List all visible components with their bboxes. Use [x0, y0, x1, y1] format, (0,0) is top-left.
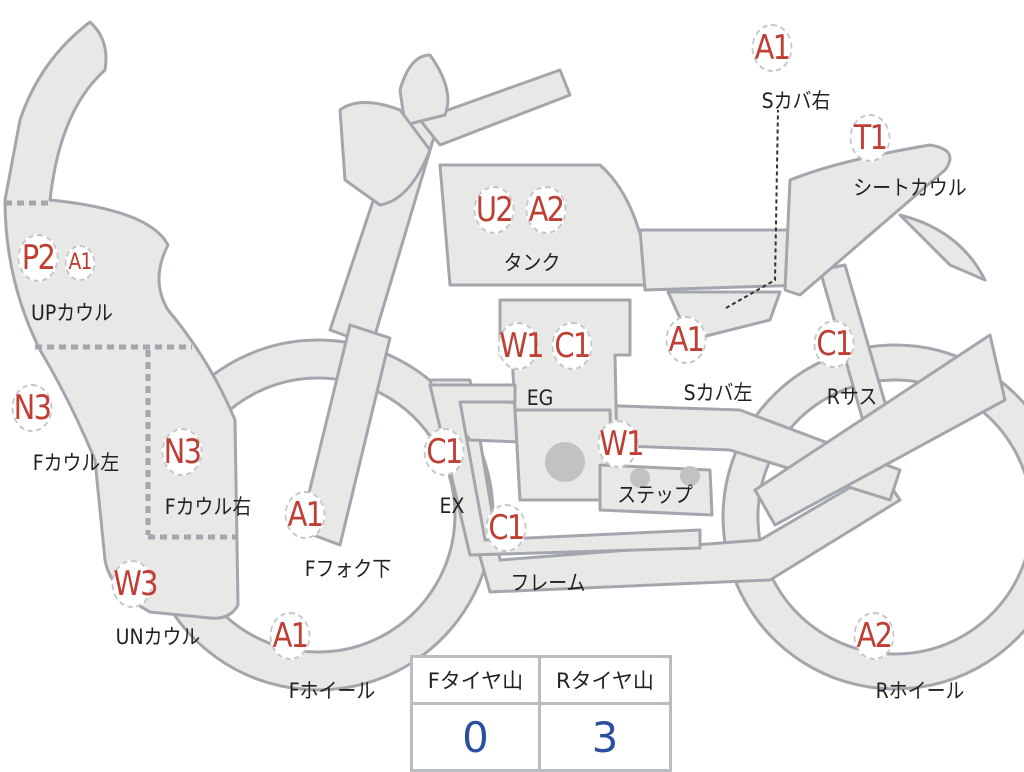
part-label: EX — [439, 494, 465, 518]
part-label: Rサス — [826, 385, 878, 409]
part-label: UPカウル — [31, 301, 113, 325]
exhaust — [428, 383, 702, 557]
part-label: Sカバ右 — [761, 89, 831, 113]
part-label: ステップ — [617, 483, 693, 507]
damage-code-badge: A2 — [525, 186, 567, 234]
damage-code-badge: A1 — [665, 316, 707, 364]
part-label: Rホイール — [875, 679, 965, 703]
swingarm — [753, 333, 1007, 527]
rear-tire-value: 3 — [537, 702, 673, 772]
damage-code-badge: U2 — [473, 186, 515, 234]
damage-code-badge: T1 — [849, 114, 891, 162]
damage-code-badge: A1 — [751, 24, 793, 72]
damage-code-badge: N3 — [11, 384, 53, 432]
part-label: Sカバ左 — [683, 381, 753, 405]
damage-code-badge: A1 — [64, 245, 96, 281]
front-tire-value: 0 — [410, 702, 541, 772]
damage-code-badge: A1 — [269, 612, 311, 660]
damage-code-badge: C1 — [551, 322, 593, 370]
part-label: タンク — [503, 251, 561, 275]
damage-code-badge: C1 — [423, 428, 465, 476]
rear-tire-header: Rタイヤ山 — [537, 655, 673, 705]
damage-code-badge: C1 — [485, 504, 527, 552]
part-label: フレーム — [510, 571, 586, 595]
front-tire-header: Fタイヤ山 — [410, 655, 541, 705]
part-label: Fホイール — [288, 679, 376, 703]
seat — [638, 228, 807, 292]
damage-code-badge: P2 — [17, 234, 59, 282]
part-label: シートカウル — [853, 176, 967, 200]
part-label: Fカウル右 — [164, 495, 252, 519]
damage-code-badge: C1 — [813, 320, 855, 368]
part-label: Fフォク下 — [304, 557, 392, 581]
damage-code-badge: A1 — [284, 491, 326, 539]
damage-code-badge: A2 — [853, 612, 895, 660]
part-label: UNカウル — [115, 625, 201, 649]
damage-code-badge: N3 — [161, 428, 203, 476]
damage-code-badge: W1 — [597, 420, 645, 468]
part-label: Fカウル左 — [32, 451, 120, 475]
seat-cowl — [783, 143, 952, 297]
damage-code-badge: W3 — [111, 560, 159, 608]
part-label: EG — [526, 386, 554, 410]
tire-tread-table: Fタイヤ山 Rタイヤ山 0 3 — [410, 655, 673, 772]
damage-code-badge: W1 — [497, 322, 545, 370]
